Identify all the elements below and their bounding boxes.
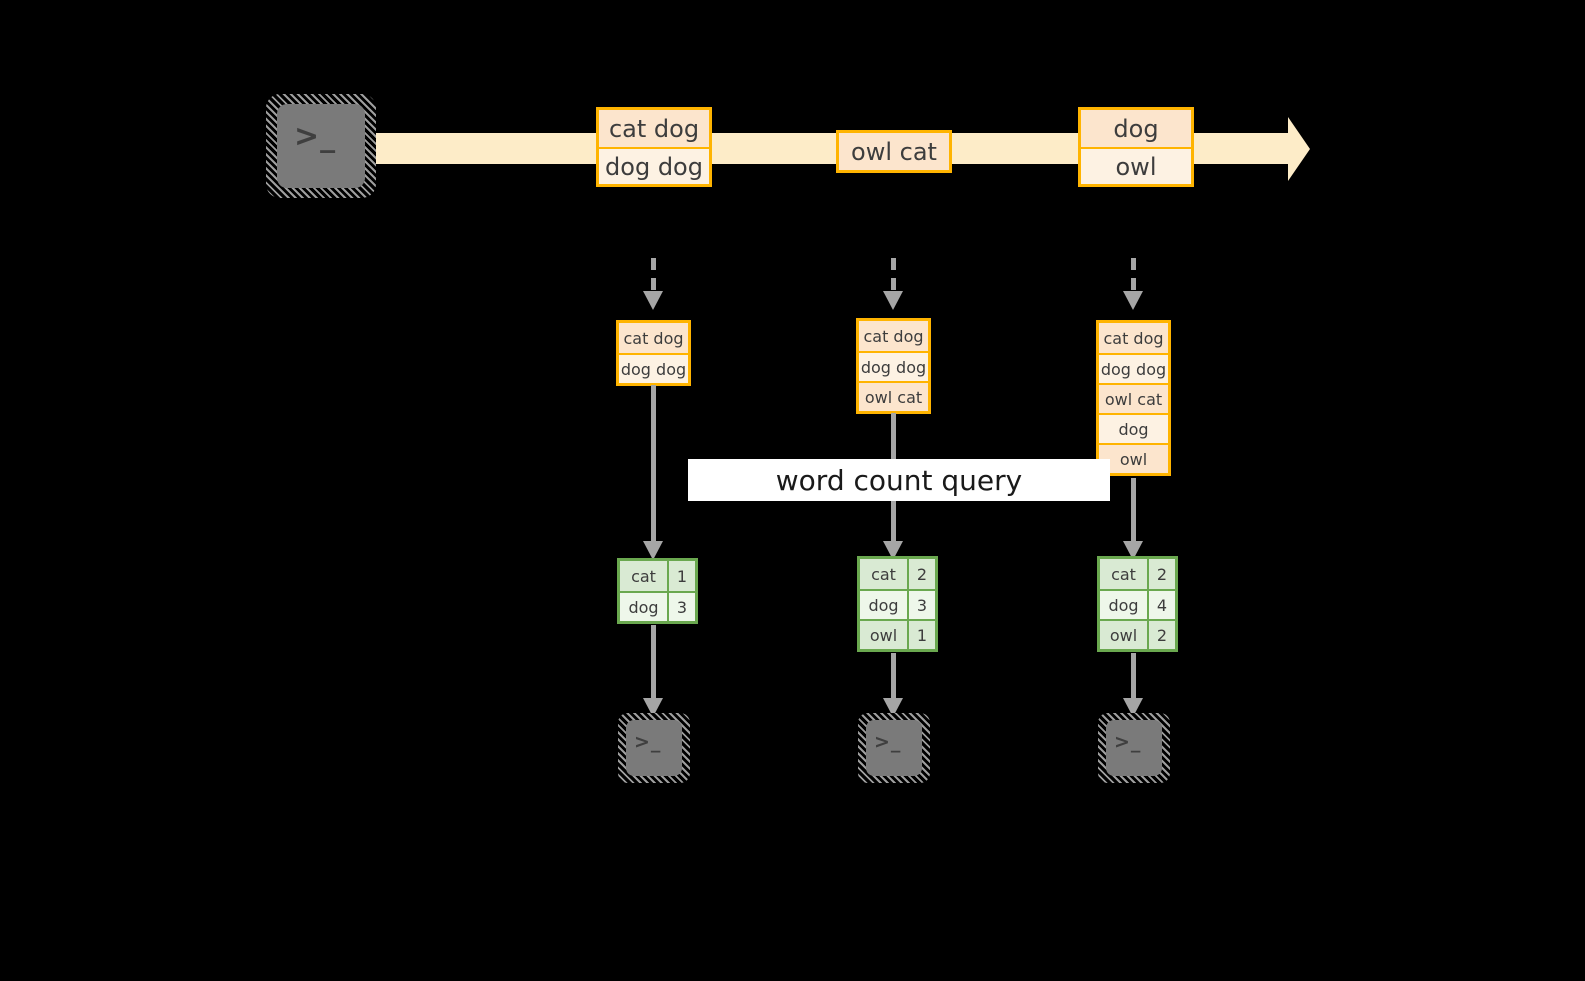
column-2-result-table: cat 2 dog 3 owl 1 <box>857 556 938 652</box>
input-row: cat dog <box>1099 323 1168 353</box>
terminal-prompt-glyph: >_ <box>874 731 902 753</box>
arrow-shaft <box>1131 258 1136 291</box>
terminal-prompt-glyph: >_ <box>294 119 337 154</box>
arrow-shaft <box>651 625 656 698</box>
column-3-result-table: cat 2 dog 4 owl 2 <box>1097 556 1178 652</box>
result-row: owl 1 <box>860 619 935 649</box>
column-3-input-table: cat dog dog dog owl cat dog owl <box>1096 320 1171 476</box>
result-count: 3 <box>667 593 695 621</box>
column-1-sink-terminal-icon: >_ <box>618 713 690 783</box>
stream-arrow-head-icon <box>1288 117 1310 181</box>
column-2-sink-terminal-icon: >_ <box>858 713 930 783</box>
input-row: owl cat <box>1099 383 1168 413</box>
input-row: dog <box>1099 413 1168 443</box>
result-word: owl <box>860 621 907 649</box>
input-row: cat dog <box>859 321 928 351</box>
terminal-body <box>866 720 922 776</box>
terminal-body <box>1106 720 1162 776</box>
input-row: owl <box>1099 443 1168 473</box>
stream-record: owl <box>1081 147 1191 184</box>
source-terminal-icon: >_ <box>266 94 376 198</box>
input-row: dog dog <box>1099 353 1168 383</box>
result-word: cat <box>620 561 667 591</box>
result-word: dog <box>860 591 907 619</box>
terminal-body <box>626 720 682 776</box>
result-count: 1 <box>667 561 695 591</box>
result-row: cat 2 <box>1100 559 1175 589</box>
column-1-result-table: cat 1 dog 3 <box>617 558 698 624</box>
input-row: cat dog <box>619 323 688 353</box>
arrow-head-icon <box>883 291 903 310</box>
result-row: dog 4 <box>1100 589 1175 619</box>
arrow-head-icon <box>1123 291 1143 310</box>
stream-batch-2: owl cat <box>836 130 952 173</box>
result-count: 2 <box>907 559 935 589</box>
result-count: 2 <box>1147 559 1175 589</box>
arrow-head-icon <box>1123 541 1143 560</box>
result-row: dog 3 <box>860 589 935 619</box>
stream-batch-3: dog owl <box>1078 107 1194 187</box>
arrow-shaft <box>1131 653 1136 698</box>
stream-record: owl cat <box>839 133 949 170</box>
arrow-head-icon <box>883 698 903 717</box>
arrow-head-icon <box>643 698 663 717</box>
stream-batch-1: cat dog dog dog <box>596 107 712 187</box>
result-row: cat 1 <box>620 561 695 591</box>
input-row: dog dog <box>619 353 688 383</box>
result-row: cat 2 <box>860 559 935 589</box>
result-row: owl 2 <box>1100 619 1175 649</box>
arrow-head-icon <box>643 291 663 310</box>
result-count: 3 <box>907 591 935 619</box>
arrow-head-icon <box>1123 698 1143 717</box>
arrow-head-icon <box>643 541 663 560</box>
result-word: cat <box>1100 559 1147 589</box>
query-label: word count query <box>688 459 1110 501</box>
stream-record: cat dog <box>599 110 709 147</box>
arrow-head-icon <box>883 541 903 560</box>
terminal-body <box>277 104 365 188</box>
stream-record: dog dog <box>599 147 709 184</box>
result-count: 2 <box>1147 621 1175 649</box>
result-count: 1 <box>907 621 935 649</box>
result-count: 4 <box>1147 591 1175 619</box>
input-row: dog dog <box>859 351 928 381</box>
column-3-sink-terminal-icon: >_ <box>1098 713 1170 783</box>
input-row: owl cat <box>859 381 928 411</box>
terminal-prompt-glyph: >_ <box>634 731 662 753</box>
result-word: dog <box>1100 591 1147 619</box>
arrow-shaft <box>891 653 896 698</box>
result-row: dog 3 <box>620 591 695 621</box>
arrow-shaft <box>651 385 656 541</box>
arrow-shaft <box>651 258 656 291</box>
arrow-shaft <box>891 258 896 291</box>
result-word: cat <box>860 559 907 589</box>
stream-record: dog <box>1081 110 1191 147</box>
result-word: dog <box>620 593 667 621</box>
result-word: owl <box>1100 621 1147 649</box>
terminal-prompt-glyph: >_ <box>1114 731 1142 753</box>
column-2-input-table: cat dog dog dog owl cat <box>856 318 931 414</box>
arrow-shaft <box>1131 478 1136 541</box>
column-1-input-table: cat dog dog dog <box>616 320 691 386</box>
